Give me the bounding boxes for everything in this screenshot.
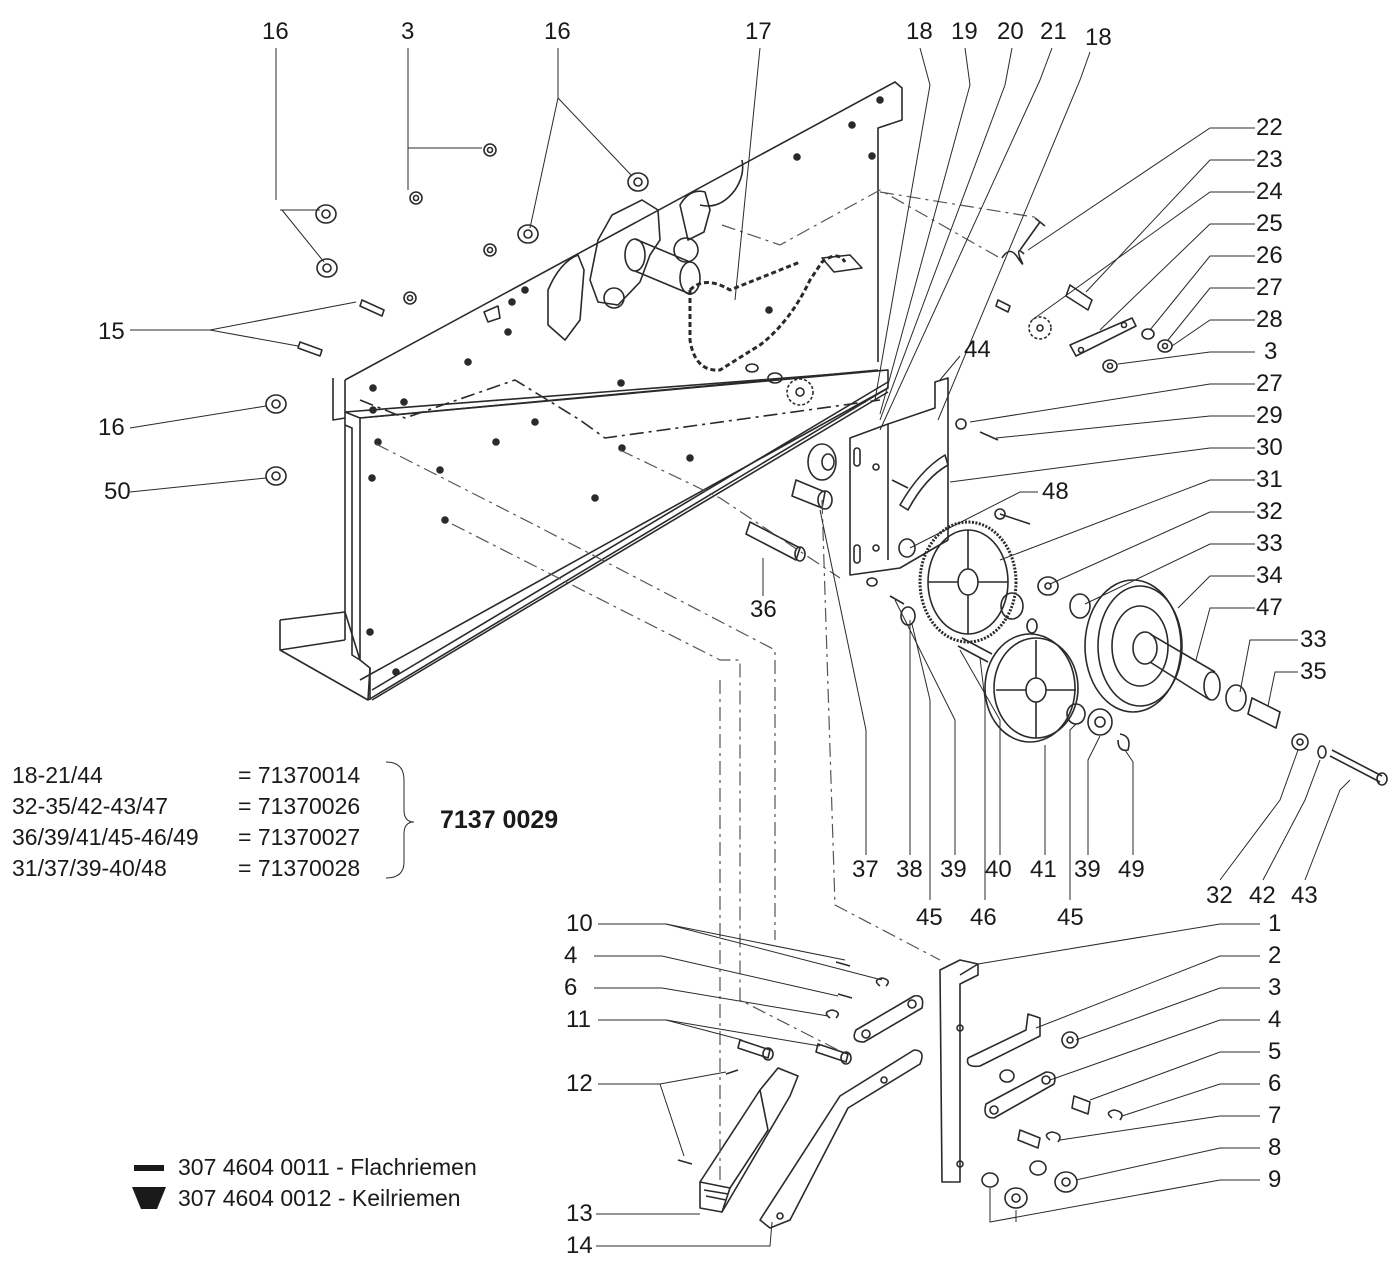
part-label-47: 47 (1256, 594, 1283, 621)
part-label-15: 15 (98, 318, 125, 345)
part-label-22: 22 (1256, 114, 1283, 141)
belt-text: 307 4604 0011 - Flachriemen (178, 1154, 477, 1180)
fasteners (265, 143, 1031, 525)
part-label-9: 9 (1268, 1166, 1282, 1193)
part-label-17: 17 (745, 18, 772, 45)
part-label-10: 10 (566, 910, 593, 937)
pedal-linkage (677, 959, 1123, 1229)
part-label-21: 21 (1040, 18, 1067, 45)
part-label-6: 6 (1268, 1070, 1282, 1097)
part-label-16: 16 (544, 18, 571, 45)
kit-parts: 31/37/39-40/48 (12, 855, 167, 881)
part-label-12: 12 (566, 1070, 593, 1097)
kit-number: = 71370028 (238, 855, 361, 881)
part-label-1: 1 (1268, 910, 1282, 937)
part-label-50: 50 (104, 478, 131, 505)
part-label-31: 31 (1256, 466, 1283, 493)
part-label-14: 14 (566, 1232, 593, 1259)
kit-total-number: 7137 0029 (440, 806, 559, 834)
part-label-11: 11 (566, 1006, 591, 1033)
drive-gear (918, 520, 1091, 644)
part-label-19: 19 (951, 18, 978, 45)
part-label-48: 48 (1042, 478, 1069, 505)
part-label-27: 27 (1256, 370, 1283, 397)
part-label-36: 36 (750, 596, 777, 623)
part-label-34: 34 (1256, 562, 1283, 589)
flat-belt-icon (134, 1165, 164, 1171)
part-label-45: 45 (1057, 904, 1084, 931)
part-label-25: 25 (1256, 210, 1283, 237)
kit-number: = 71370026 (238, 793, 361, 819)
part-label-37: 37 (852, 856, 879, 883)
leader-lines (129, 47, 1351, 1247)
v-belt-icon (132, 1187, 166, 1209)
part-label-5: 5 (1268, 1038, 1282, 1065)
part-label-4: 4 (1268, 1006, 1282, 1033)
part-label-43: 43 (1291, 882, 1318, 909)
part-label-16: 16 (98, 414, 125, 441)
part-label-49: 49 (1118, 856, 1145, 883)
kit-number: = 71370027 (238, 824, 361, 850)
part-label-44: 44 (964, 336, 991, 363)
part-label-33: 33 (1256, 530, 1283, 557)
part-label-26: 26 (1256, 242, 1283, 269)
frame-side-panel (279, 81, 903, 701)
flat-belt-pulley (957, 633, 1130, 752)
part-label-39: 39 (1074, 856, 1101, 883)
part-label-7: 7 (1268, 1102, 1282, 1129)
part-label-32: 32 (1256, 498, 1283, 525)
kit-parts: 18-21/44 (12, 762, 103, 788)
part-label-23: 23 (1256, 146, 1283, 173)
part-label-3: 3 (401, 18, 415, 45)
part-label-38: 38 (896, 856, 923, 883)
part-label-20: 20 (997, 18, 1024, 45)
part-label-33: 33 (1300, 626, 1327, 653)
part-label-42: 42 (1249, 882, 1276, 909)
chain-drive-assembly (547, 190, 863, 406)
part-label-45: 45 (916, 904, 943, 931)
part-label-3: 3 (1264, 338, 1278, 365)
part-label-28: 28 (1256, 306, 1283, 333)
part-label-39: 39 (940, 856, 967, 883)
part-label-29: 29 (1256, 402, 1283, 429)
part-label-40: 40 (985, 856, 1012, 883)
part-label-35: 35 (1300, 658, 1327, 685)
part-label-8: 8 (1268, 1134, 1282, 1161)
part-label-41: 41 (1030, 856, 1057, 883)
assembly-centerlines (375, 189, 1041, 1180)
part-label-24: 24 (1256, 178, 1283, 205)
part-label-46: 46 (970, 904, 997, 931)
kit-number: = 71370014 (238, 762, 361, 788)
part-label-16: 16 (262, 18, 289, 45)
belt-text: 307 4604 0012 - Keilriemen (178, 1185, 461, 1211)
part-label-6: 6 (564, 974, 578, 1001)
part-label-18: 18 (1085, 24, 1112, 51)
part-label-13: 13 (566, 1200, 593, 1227)
part-label-3: 3 (1268, 974, 1282, 1001)
part-label-30: 30 (1256, 434, 1283, 461)
part-label-2: 2 (1268, 942, 1282, 969)
v-belt-pulley (1084, 579, 1388, 786)
tensioner-assembly (995, 217, 1173, 373)
kit-parts: 36/39/41/45-46/49 (12, 824, 199, 850)
part-label-32: 32 (1206, 882, 1233, 909)
part-label-18: 18 (906, 18, 933, 45)
kit-parts: 32-35/42-43/47 (12, 793, 169, 819)
part-label-27: 27 (1256, 274, 1283, 301)
part-label-4: 4 (564, 942, 578, 969)
